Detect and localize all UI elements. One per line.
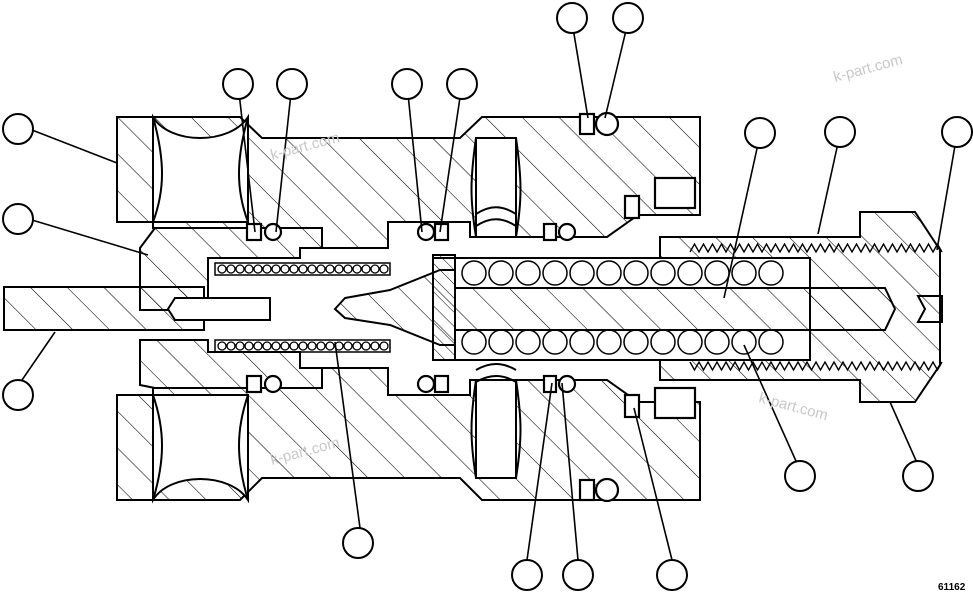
thread-profile [689,242,943,254]
spring-coil [488,260,514,286]
spring-coil [704,329,730,355]
spring-coil [370,341,380,351]
spring-coil [217,264,227,274]
callout-2 [2,203,34,235]
spring-coil [226,341,236,351]
spring-coil [569,329,595,355]
spring-coil [461,329,487,355]
leader-lines [21,21,958,561]
spring-coil [704,260,730,286]
spring-coil [325,264,335,274]
spring-coil [515,260,541,286]
figure-number: 61162 [938,582,966,592]
spring-coil [361,264,371,274]
spring-coil [307,264,317,274]
large-spring-coils [461,260,784,355]
spring-coil [280,341,290,351]
watermark-1: k-part.com [832,51,905,86]
spring-coil [325,341,335,351]
spring-coil [316,264,326,274]
spring-coil [596,260,622,286]
small-spring-coils [217,264,389,351]
spring-coil [379,341,389,351]
spring-coil [289,341,299,351]
spring-coil [217,341,227,351]
spring-coil [271,341,281,351]
callout-14 [902,460,934,492]
watermark-3: k-part.com [757,389,830,424]
spring-coil [461,260,487,286]
callout-12 [941,116,973,148]
spring-coil [379,264,389,274]
spring-coil [235,264,245,274]
spring-coil [244,341,254,351]
spring-coil [542,260,568,286]
spring-coil [596,329,622,355]
spring-coil [253,264,263,274]
threaded-cap [659,211,941,403]
spring-coil [542,329,568,355]
spring-coil [515,329,541,355]
spring-coil [226,264,236,274]
spring-coil [370,264,380,274]
spring-coil [262,341,272,351]
callout-6 [391,68,423,100]
spring-coil [352,341,362,351]
callout-4 [222,68,254,100]
callout-17 [562,559,594,591]
spring-coil [298,341,308,351]
spring-coil [262,264,272,274]
poppet [333,254,456,361]
callout-16 [511,559,543,591]
callout-11 [824,116,856,148]
spring-coil [361,341,371,351]
spring-coil [677,260,703,286]
spring-coil [244,264,254,274]
spring-coil [316,341,326,351]
spring-coil [289,264,299,274]
callout-18 [656,559,688,591]
callout-9 [612,2,644,34]
callout-1 [2,113,34,145]
callout-8 [556,2,588,34]
spring-coil [758,329,784,355]
spring-small [214,262,391,353]
spring-coil [650,260,676,286]
callout-7 [446,68,478,100]
callout-5 [276,68,308,100]
port-curves [152,116,522,501]
spring-coil [623,260,649,286]
spring-coil [298,264,308,274]
spring-coil [352,264,362,274]
callout-13 [784,460,816,492]
spring-coil [253,341,263,351]
spring-coil [731,260,757,286]
spring-coil [623,329,649,355]
spring-coil [488,329,514,355]
thread-teeth [689,242,943,372]
callout-3 [2,379,34,411]
spring-coil [343,341,353,351]
callout-10 [744,117,776,149]
spring-coil [334,264,344,274]
spring-coil [280,264,290,274]
spring-coil [235,341,245,351]
spring-coil [650,329,676,355]
thread-profile [689,360,943,372]
spring-coil [307,341,317,351]
spring-coil [271,264,281,274]
spring-coil [343,264,353,274]
spring-coil [731,329,757,355]
spring-coil [569,260,595,286]
spring-coil [758,260,784,286]
stem-rod [3,286,271,331]
callout-15 [342,527,374,559]
spring-coil [677,329,703,355]
